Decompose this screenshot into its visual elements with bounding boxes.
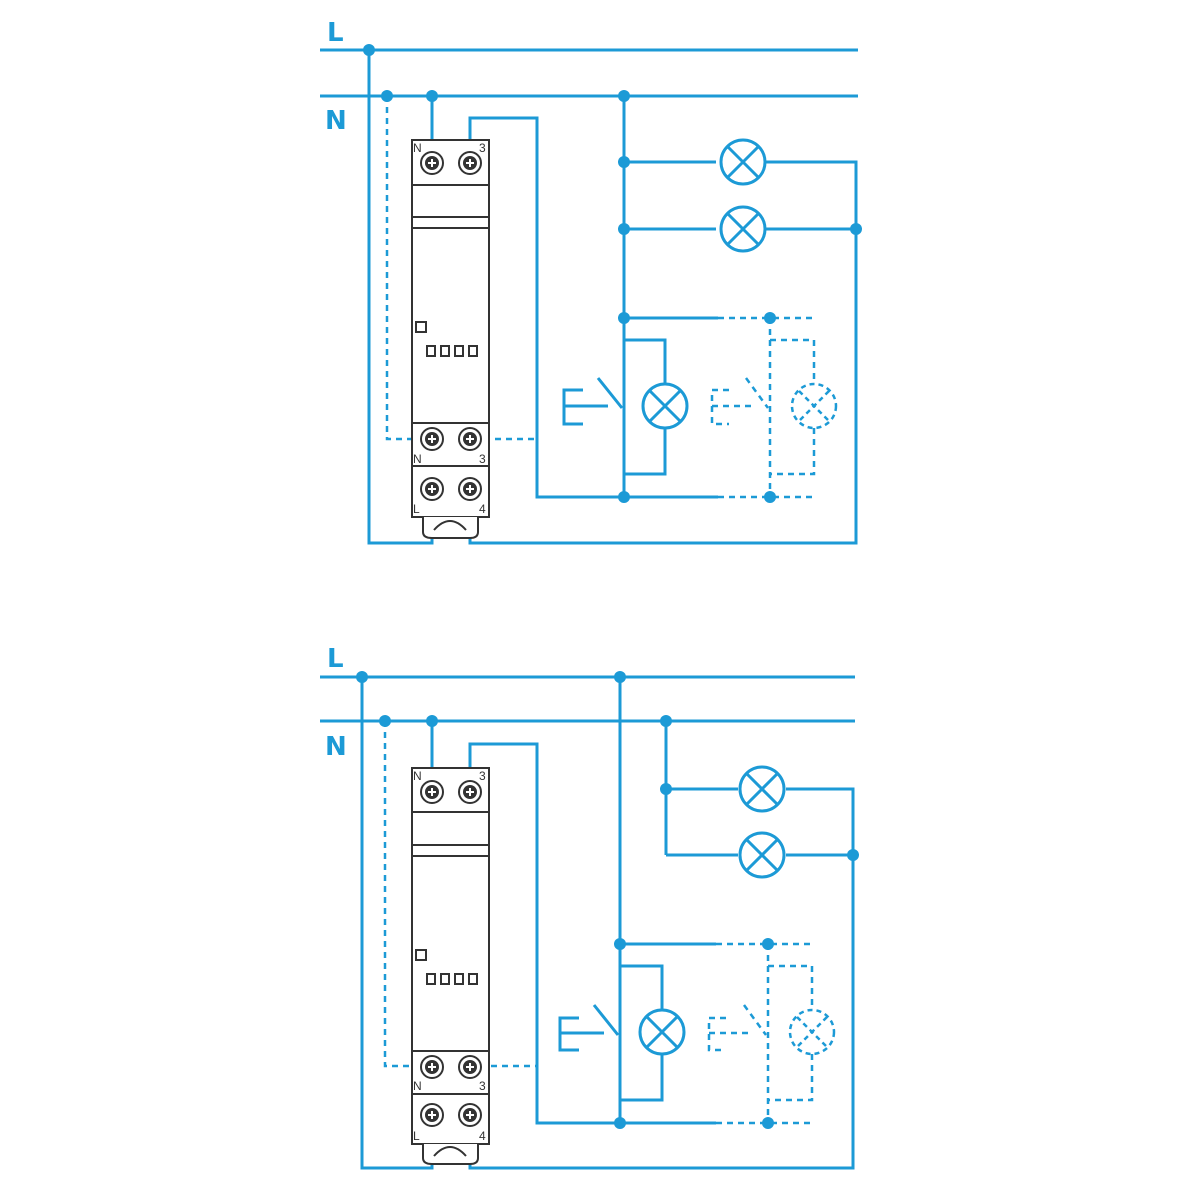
terminal-label: 3 <box>479 452 486 466</box>
solid-wires <box>320 48 858 545</box>
terminal-label: 3 <box>479 141 486 155</box>
terminal-label: N <box>413 141 422 155</box>
diagram-1: L N <box>320 18 862 545</box>
terminal-label: N <box>413 769 422 783</box>
relay-module: N 3 N 3 L 4 <box>411 139 490 539</box>
junction-dots <box>356 671 859 1129</box>
neutral-label: N <box>325 106 347 136</box>
solid-wires <box>320 675 855 1170</box>
terminal-label: N <box>413 1079 422 1093</box>
junction-dots <box>363 44 862 503</box>
terminal-label: 3 <box>479 769 486 783</box>
relay-module: N 3 N 3 L 4 <box>411 767 490 1165</box>
lamps <box>641 138 838 430</box>
terminal-label: N <box>413 452 422 466</box>
terminal-label: L <box>413 1129 420 1143</box>
line-label: L <box>327 18 344 48</box>
terminal-label: 4 <box>479 502 486 516</box>
terminal-label: 4 <box>479 1129 486 1143</box>
terminal-label: 3 <box>479 1079 486 1093</box>
line-label: L <box>327 644 344 674</box>
lamps <box>638 765 836 1056</box>
diagram-2: L N <box>320 644 859 1170</box>
neutral-label: N <box>325 732 347 762</box>
terminal-label: L <box>413 502 420 516</box>
